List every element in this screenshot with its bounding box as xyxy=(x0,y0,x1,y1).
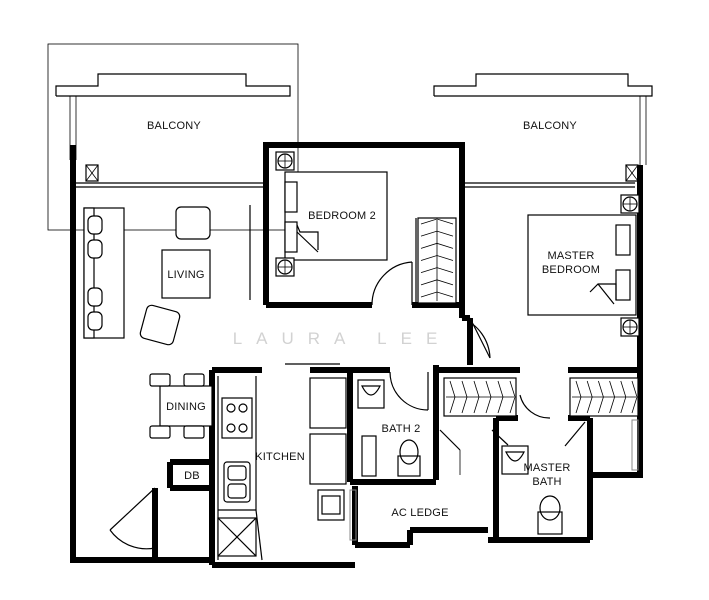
washing-machine xyxy=(217,517,257,557)
master-wardrobe-1 xyxy=(443,377,517,417)
kitchen-label: KITCHEN xyxy=(255,451,305,463)
bedroom-2-bed xyxy=(284,171,388,261)
balcony-left-label: BALCONY xyxy=(147,120,201,132)
balcony-left-parapet xyxy=(55,73,291,160)
master-bath-basin xyxy=(501,445,529,475)
master-bath-toilet xyxy=(537,495,563,535)
master-bath-shower-glass xyxy=(631,419,639,471)
bedroom-2-label: BEDROOM 2 xyxy=(308,210,376,222)
master-bedroom-label-line1: MASTER xyxy=(547,250,594,262)
balcony-right-label: BALCONY xyxy=(523,120,577,132)
doors xyxy=(109,261,586,550)
living-armchair-top xyxy=(175,206,211,240)
master-bedroom-nightstands xyxy=(620,194,640,337)
ac-ledge-label: AC LEDGE xyxy=(391,507,448,519)
wardrobe-hanger xyxy=(509,380,516,414)
bath-2-shower xyxy=(361,435,377,477)
walls xyxy=(70,142,643,568)
kitchen-sink xyxy=(223,461,251,503)
wardrobe-hanger xyxy=(420,218,454,225)
balcony-outline-frame xyxy=(47,43,299,231)
wardrobe-hanger xyxy=(631,380,638,414)
master-bath-label-line1: MASTER xyxy=(523,462,570,474)
dining-table-set xyxy=(149,373,213,439)
db-label: DB xyxy=(184,470,200,482)
ac-ledge-divider xyxy=(349,489,357,541)
living-sofa xyxy=(83,207,125,339)
master-bedroom-label-line2: BEDROOM xyxy=(542,264,600,276)
kitchen-cooktop xyxy=(221,397,253,439)
master-wardrobe-2 xyxy=(569,377,639,417)
master-bath-label-line2: BATH xyxy=(532,476,561,488)
watermark: LAURA LEE xyxy=(233,329,452,348)
living-armchair-bottom xyxy=(139,304,181,346)
fridge xyxy=(309,377,347,521)
bath-2-label: BATH 2 xyxy=(382,423,421,435)
balcony-right-parapet xyxy=(433,73,653,165)
bath-2-toilet xyxy=(397,439,421,477)
dining-label: DINING xyxy=(166,401,206,413)
living-label: LIVING xyxy=(167,269,204,281)
bedroom-2-wardrobe xyxy=(417,217,457,304)
master-bedroom-bed xyxy=(527,214,637,316)
living-coffee-table xyxy=(161,249,211,299)
bath-2-basin xyxy=(357,379,385,409)
bedroom-2-nightstands xyxy=(275,151,295,277)
